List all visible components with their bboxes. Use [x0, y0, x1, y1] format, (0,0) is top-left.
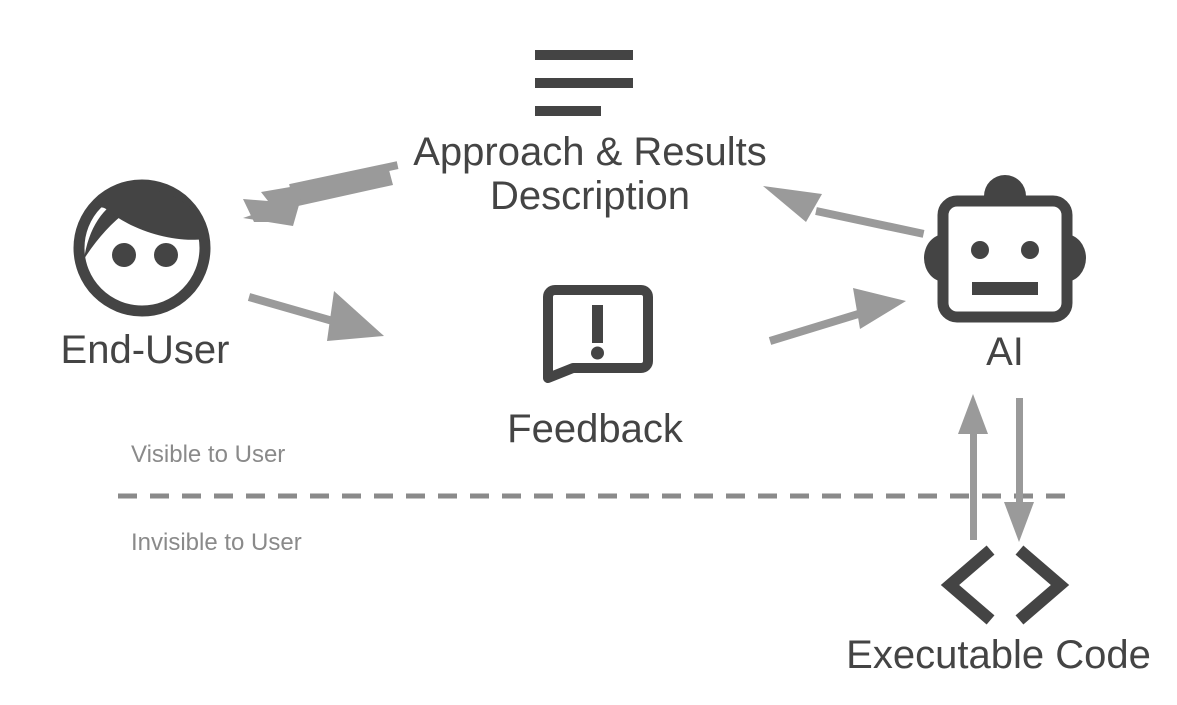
- code-brackets-icon: [940, 545, 1070, 625]
- feedback-label: Feedback: [507, 407, 683, 451]
- ai-label: AI: [986, 330, 1024, 374]
- arrow-description-to-end-user: [243, 161, 399, 226]
- visible-to-user-label: Visible to User: [131, 441, 286, 468]
- node-ai[interactable]: [920, 172, 1090, 323]
- user-face-icon: [73, 179, 211, 317]
- executable-code-label: Executable Code: [846, 633, 1151, 677]
- node-approach-results-description[interactable]: [530, 44, 648, 120]
- document-lines-icon: [535, 50, 633, 116]
- description-label-line-1: Approach & Results: [413, 130, 767, 174]
- robot-head-icon: [924, 175, 1086, 323]
- arrow-ai-to-executable-code: [1004, 398, 1034, 542]
- arrow-executable-code-to-ai: [958, 394, 988, 540]
- end-user-label: End-User: [60, 328, 230, 372]
- description-label-line-2: Description: [489, 174, 691, 218]
- approach-results-description-label: Approach & Results Description: [380, 130, 800, 218]
- invisible-to-user-label: Invisible to User: [131, 529, 302, 556]
- node-feedback[interactable]: [535, 285, 657, 385]
- speech-bubble-exclamation-icon: [543, 285, 653, 383]
- node-executable-code[interactable]: [938, 545, 1072, 625]
- node-end-user[interactable]: [70, 173, 220, 323]
